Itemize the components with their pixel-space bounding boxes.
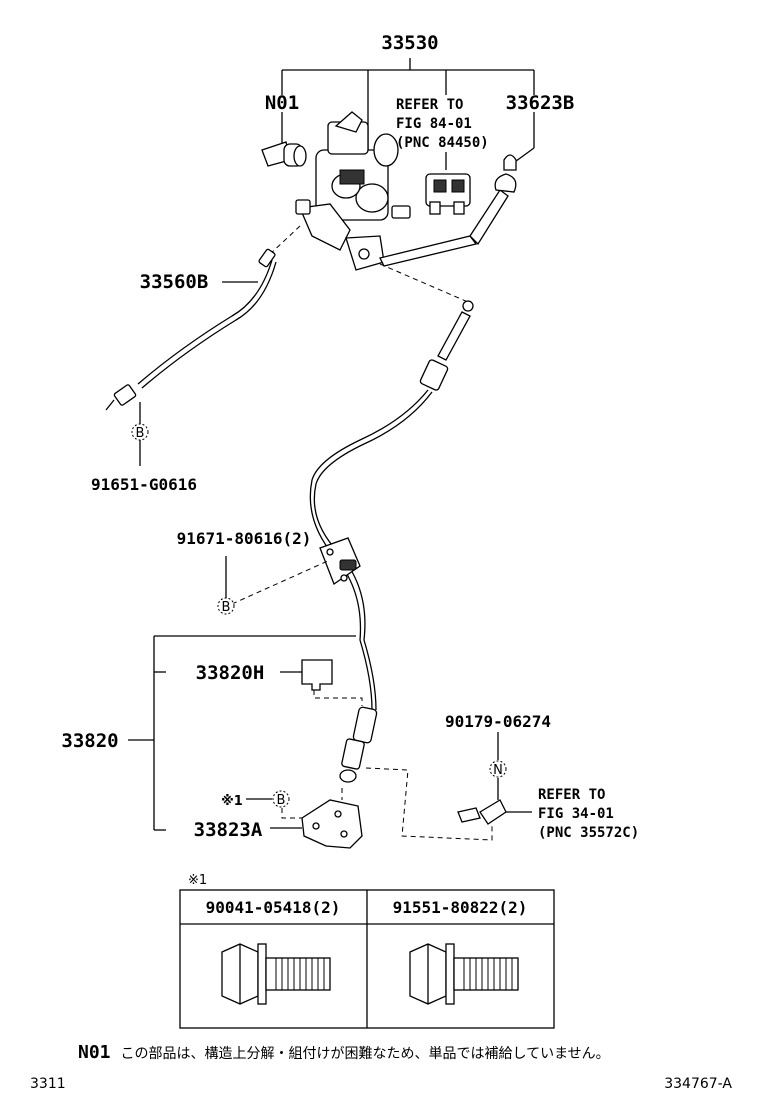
label-knob: 33623B	[506, 92, 575, 114]
refer-84450-part	[425, 173, 471, 215]
callout-n: N	[489, 760, 507, 778]
label-refer2-l1: REFER TO	[538, 787, 605, 803]
table-col2: 91551-80822(2)	[393, 898, 528, 917]
note-text: この部品は、構造上分解・組付けが困難なため、単品では補給していません。	[120, 1046, 610, 1062]
label-n01: N01	[265, 92, 299, 114]
footer-right: 334767-A	[664, 1076, 732, 1092]
shift-cable-33820	[309, 263, 474, 800]
note-code: N01	[78, 1042, 111, 1063]
label-bolt-b2: 91671-80616(2)	[177, 529, 312, 548]
cable-assy-bracket	[128, 635, 356, 831]
bolt-table: ※1 90041-05418(2) 91551-80822(2)	[179, 873, 555, 1029]
footer-left: 3311	[30, 1076, 66, 1092]
label-marker-star: ※1	[221, 794, 243, 809]
label-cable-assy: 33820	[61, 730, 118, 752]
n01-part	[261, 141, 307, 167]
shift-lever-assembly	[295, 111, 517, 271]
label-bracket: 33823A	[194, 819, 263, 841]
bracket-33823a	[270, 799, 363, 849]
knob-part	[503, 154, 517, 171]
cable-33560b	[105, 225, 301, 424]
label-bolt-b1: 91651-G0616	[91, 475, 197, 494]
label-assembly: 33530	[381, 32, 438, 54]
label-refer1-l2: FIG 84-01	[396, 116, 472, 132]
svg-text:B: B	[222, 600, 231, 615]
callout-b-2: B	[217, 597, 235, 615]
label-clip: 90179-06274	[445, 712, 551, 731]
svg-text:N: N	[493, 763, 503, 778]
label-cable: 33560B	[140, 271, 209, 293]
plate-33820h	[280, 659, 363, 706]
table-marker: ※1	[188, 873, 207, 888]
table-col1: 90041-05418(2)	[206, 898, 341, 917]
label-refer1-l1: REFER TO	[396, 97, 463, 113]
bolt-icon-1	[221, 943, 331, 1005]
callout-b-1: B	[131, 423, 149, 441]
label-refer1-l3: (PNC 84450)	[396, 135, 489, 151]
clip-90179	[365, 732, 532, 841]
b2-leader	[231, 559, 331, 605]
label-plate: 33820H	[196, 662, 265, 684]
bolt-icon-2	[409, 943, 519, 1005]
label-refer2-l2: FIG 34-01	[538, 806, 614, 822]
label-refer2-l3: (PNC 35572C)	[538, 825, 639, 841]
n01-note: N01 この部品は、構造上分解・組付けが困難なため、単品では補給していません。	[78, 1042, 610, 1063]
callout-b-3: B	[272, 790, 290, 808]
svg-text:B: B	[136, 426, 145, 441]
svg-text:B: B	[277, 793, 286, 808]
